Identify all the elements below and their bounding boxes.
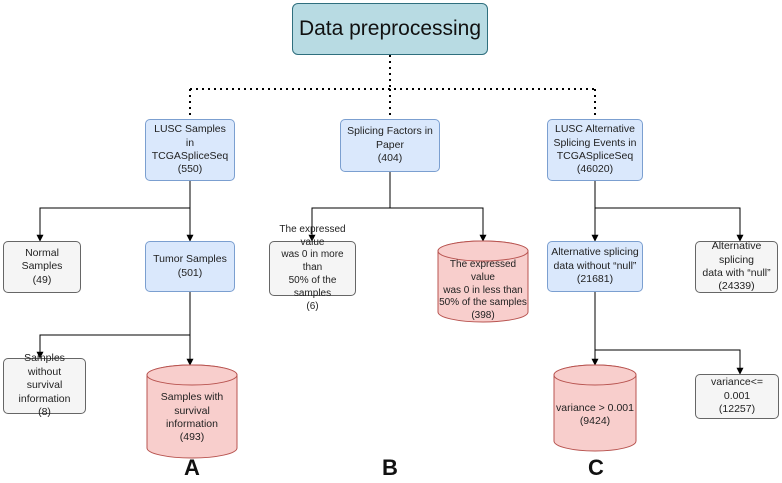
node-without-null: Alternative splicing data without “null”…: [547, 241, 643, 292]
node-expressed-more-than: The expressed value was 0 in more than 5…: [269, 224, 356, 312]
node-lusc-samples: LUSC Samples in TCGASpliceSeq (550): [145, 119, 235, 181]
node-lusc-alternative-splicing: LUSC Alternative Splicing Events in TCGA…: [547, 119, 643, 181]
cylinder-less-than: [437, 240, 529, 323]
label-expressed-less-than: The expressed value was 0 in less than 5…: [439, 259, 527, 322]
panel-letter-a: A: [184, 455, 200, 480]
node-with-null: Alternative splicing data with “null” (2…: [695, 240, 778, 293]
node-splicing-factors: Splicing Factors in Paper (404): [340, 119, 440, 172]
cylinder-variance-gt: [553, 364, 637, 452]
node-normal-samples: Normal Samples (49): [3, 241, 81, 293]
dotted-root-connectors: [189, 55, 596, 119]
node-tumor-samples: Tumor Samples (501): [145, 241, 235, 292]
cylinder-with-survival: [146, 364, 238, 459]
solid-connectors: [36, 172, 744, 375]
label-variance-gt: variance > 0.001 (9424): [556, 401, 634, 427]
node-samples-without-survival: Samples without survival information (8): [3, 352, 86, 418]
panel-letter-c: C: [588, 455, 604, 480]
label-samples-with-survival: Samples with survival information (493): [160, 391, 224, 444]
root-node: Data preprocessing: [292, 3, 488, 55]
panel-letter-b: B: [382, 455, 398, 480]
node-variance-le: variance<= 0.001 (12257): [695, 374, 779, 419]
